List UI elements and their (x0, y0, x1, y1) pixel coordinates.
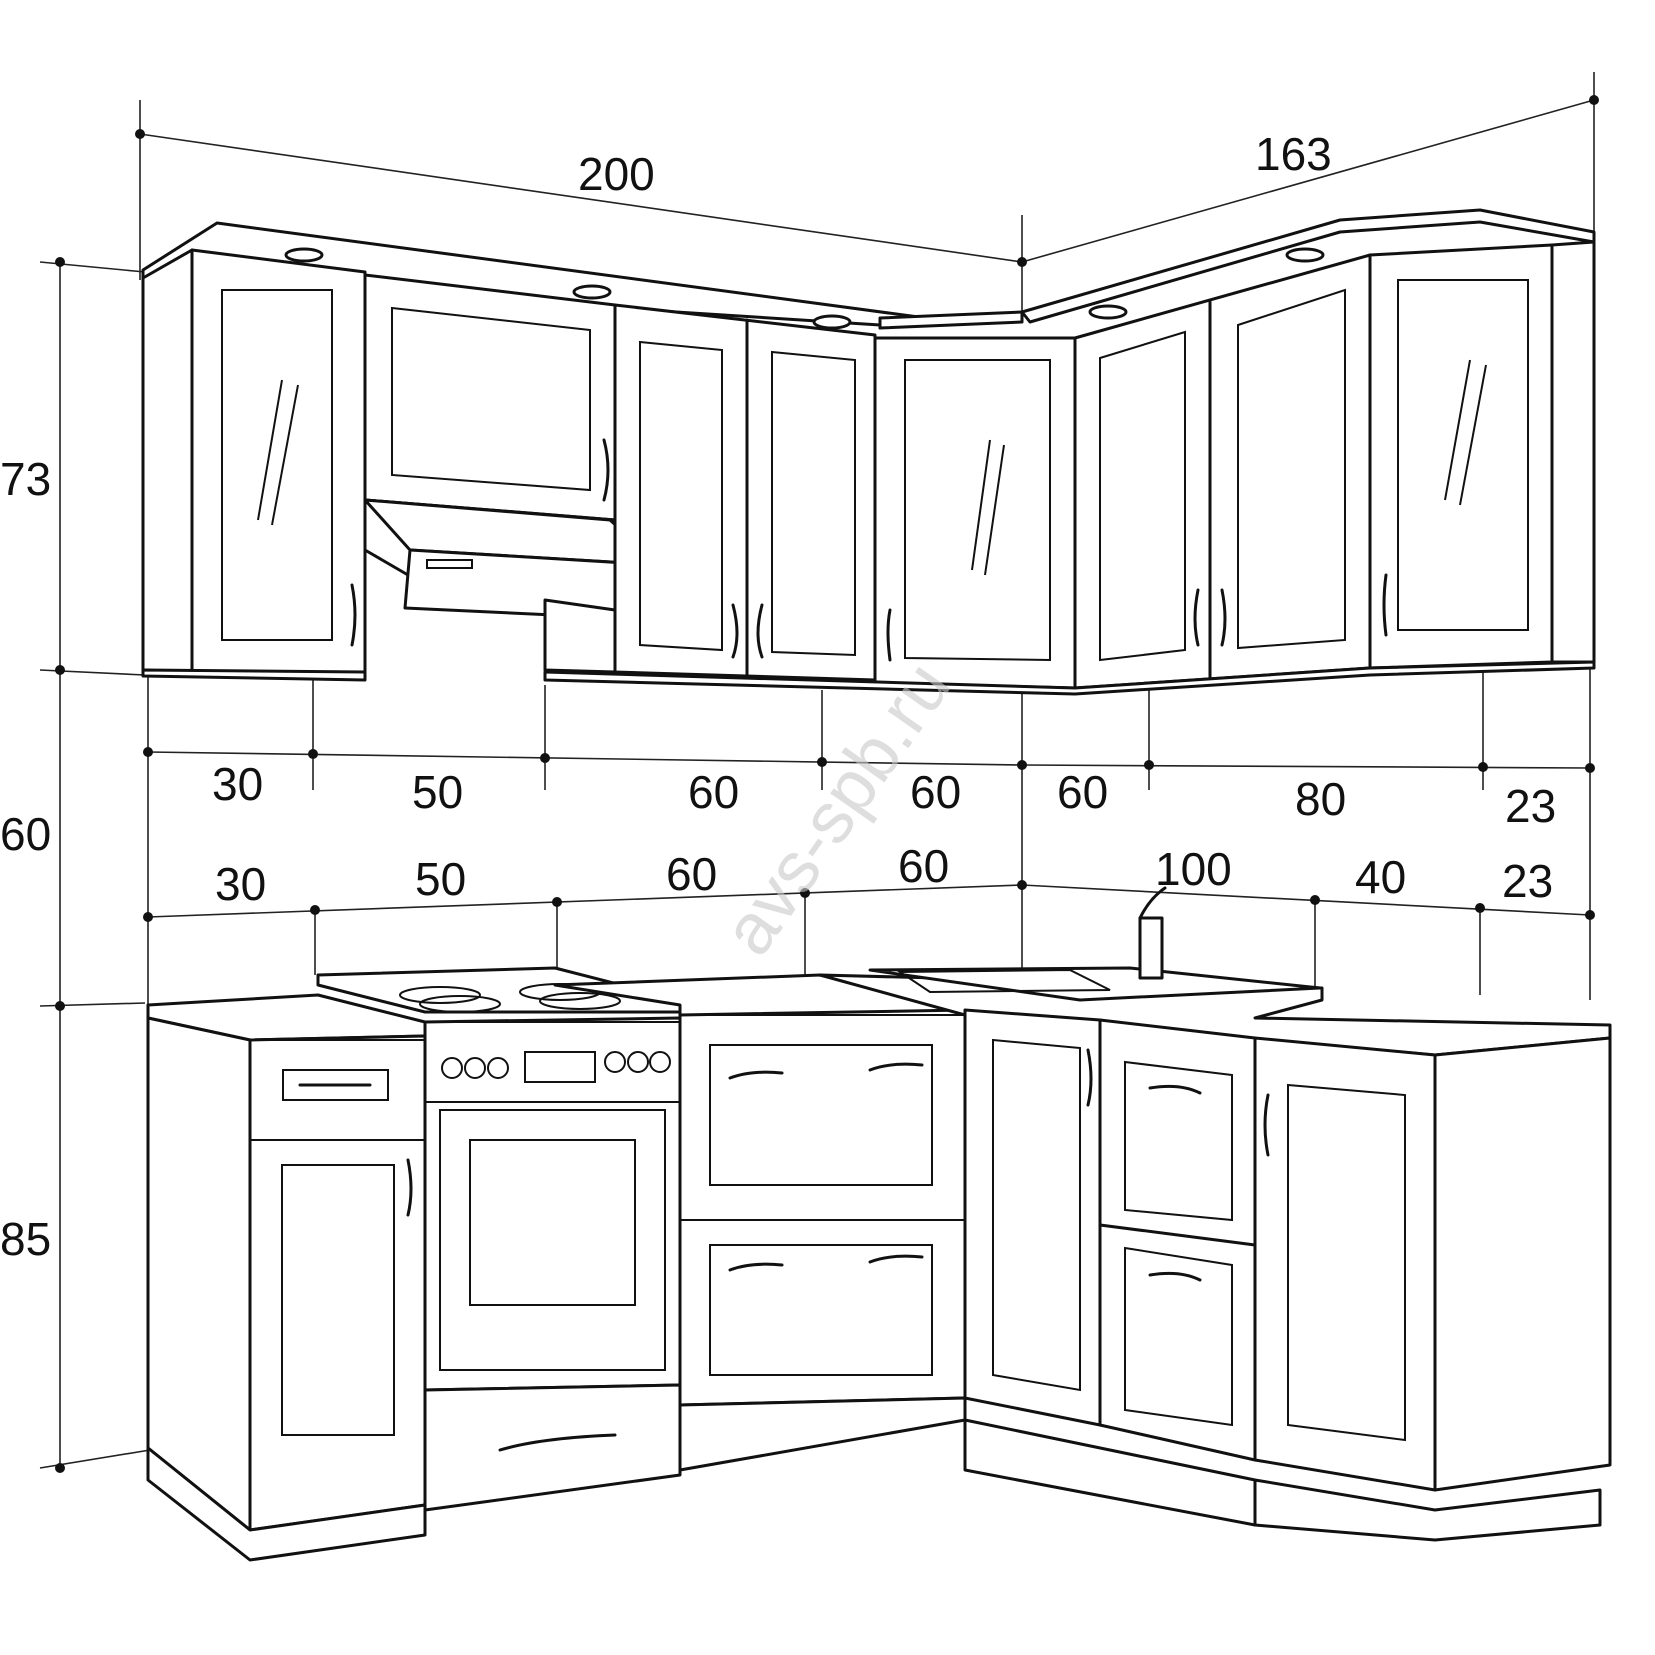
dim-base-7: 23 (1502, 855, 1553, 907)
dim-base-2: 50 (415, 853, 466, 905)
dim-top-right: 163 (1255, 128, 1332, 180)
dim-base-5: 100 (1155, 843, 1232, 895)
dim-base-6: 40 (1355, 851, 1406, 903)
dim-upper-2: 50 (412, 766, 463, 818)
dim-height-upper: 73 (0, 453, 51, 505)
dim-height-gap: 60 (0, 808, 51, 860)
dim-top-left: 200 (578, 148, 655, 200)
dim-height-base: 85 (0, 1213, 51, 1265)
dim-upper-1: 30 (212, 758, 263, 810)
dim-upper-3: 60 (688, 766, 739, 818)
base-cabinets (146, 886, 1612, 1562)
dim-base-1: 30 (215, 858, 266, 910)
dimension-dots (55, 95, 1599, 1473)
dim-upper-7: 23 (1505, 780, 1556, 832)
dim-base-3: 60 (666, 848, 717, 900)
dimension-lines (39, 72, 1595, 1469)
dim-upper-6: 80 (1295, 773, 1346, 825)
dim-upper-5: 60 (1057, 766, 1108, 818)
dim-upper-4: 60 (910, 766, 961, 818)
upper-cabinets (141, 208, 1596, 696)
dim-base-4: 60 (898, 840, 949, 892)
dimension-labels: 200 163 73 60 85 30 50 60 60 60 80 23 30… (0, 128, 1556, 1265)
